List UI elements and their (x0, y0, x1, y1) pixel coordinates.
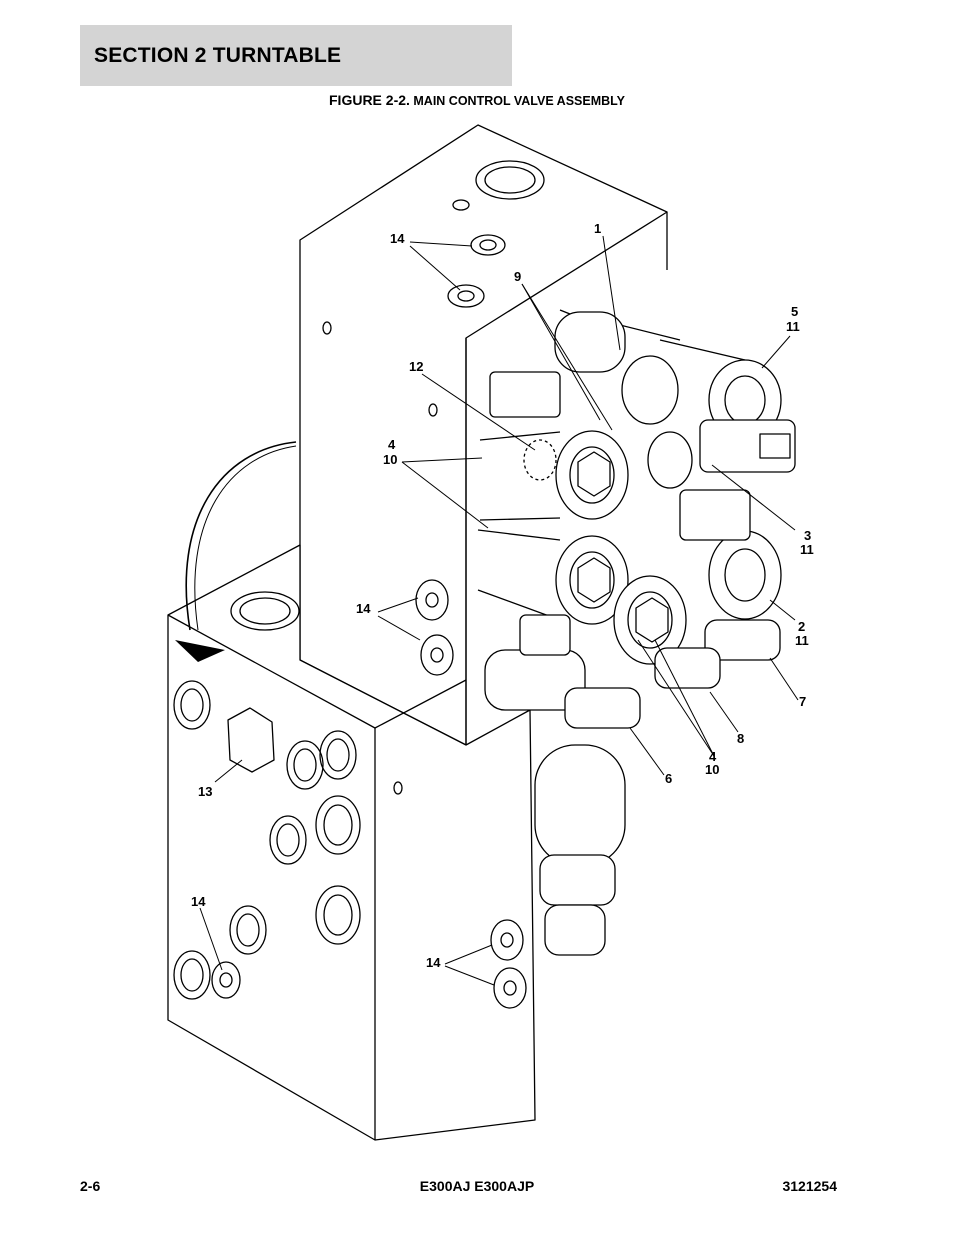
callout-11-low: 11 (795, 633, 809, 648)
leader-lines (199, 235, 799, 986)
figure-number: FIGURE 2-2. (329, 92, 410, 108)
callout-4-upper: 4 (388, 437, 396, 452)
callout-2: 2 (798, 619, 805, 634)
callout-1: 1 (594, 221, 601, 236)
footer-model: E300AJ E300AJP (419, 1178, 535, 1194)
callout-14-lower-left: 14 (191, 894, 206, 909)
callout-14-mid: 14 (356, 601, 371, 616)
callout-9: 9 (514, 269, 521, 284)
callout-8: 8 (737, 731, 744, 746)
solenoid-cartridges (477, 309, 796, 956)
callout-13: 13 (198, 784, 212, 799)
callout-11-top: 11 (786, 319, 800, 334)
rotation-arrow (175, 441, 297, 662)
callout-4-lower: 4 (709, 749, 717, 764)
footer-page-number: 2-6 (80, 1178, 101, 1194)
section-title: SECTION 2 TURNTABLE (94, 43, 342, 67)
callout-10-upper: 10 (383, 452, 397, 467)
callout-14-lower-right: 14 (426, 955, 441, 970)
callout-3: 3 (804, 528, 811, 543)
callout-11-mid: 11 (800, 542, 814, 557)
callout-14-top: 14 (390, 231, 405, 246)
callout-12: 12 (409, 359, 423, 374)
upper-valve-block (299, 124, 668, 746)
callout-7: 7 (799, 694, 806, 709)
footer-doc-number: 3121254 (782, 1178, 837, 1194)
section-banner: SECTION 2 TURNTABLE (80, 25, 512, 86)
callout-10-lower: 10 (705, 762, 719, 777)
figure-title: FIGURE 2-2. MAIN CONTROL VALVE ASSEMBLY (0, 92, 954, 108)
callout-5: 5 (791, 304, 798, 319)
lower-valve-block (167, 544, 536, 1141)
callout-6: 6 (665, 771, 672, 786)
figure-caption: MAIN CONTROL VALVE ASSEMBLY (409, 94, 625, 108)
